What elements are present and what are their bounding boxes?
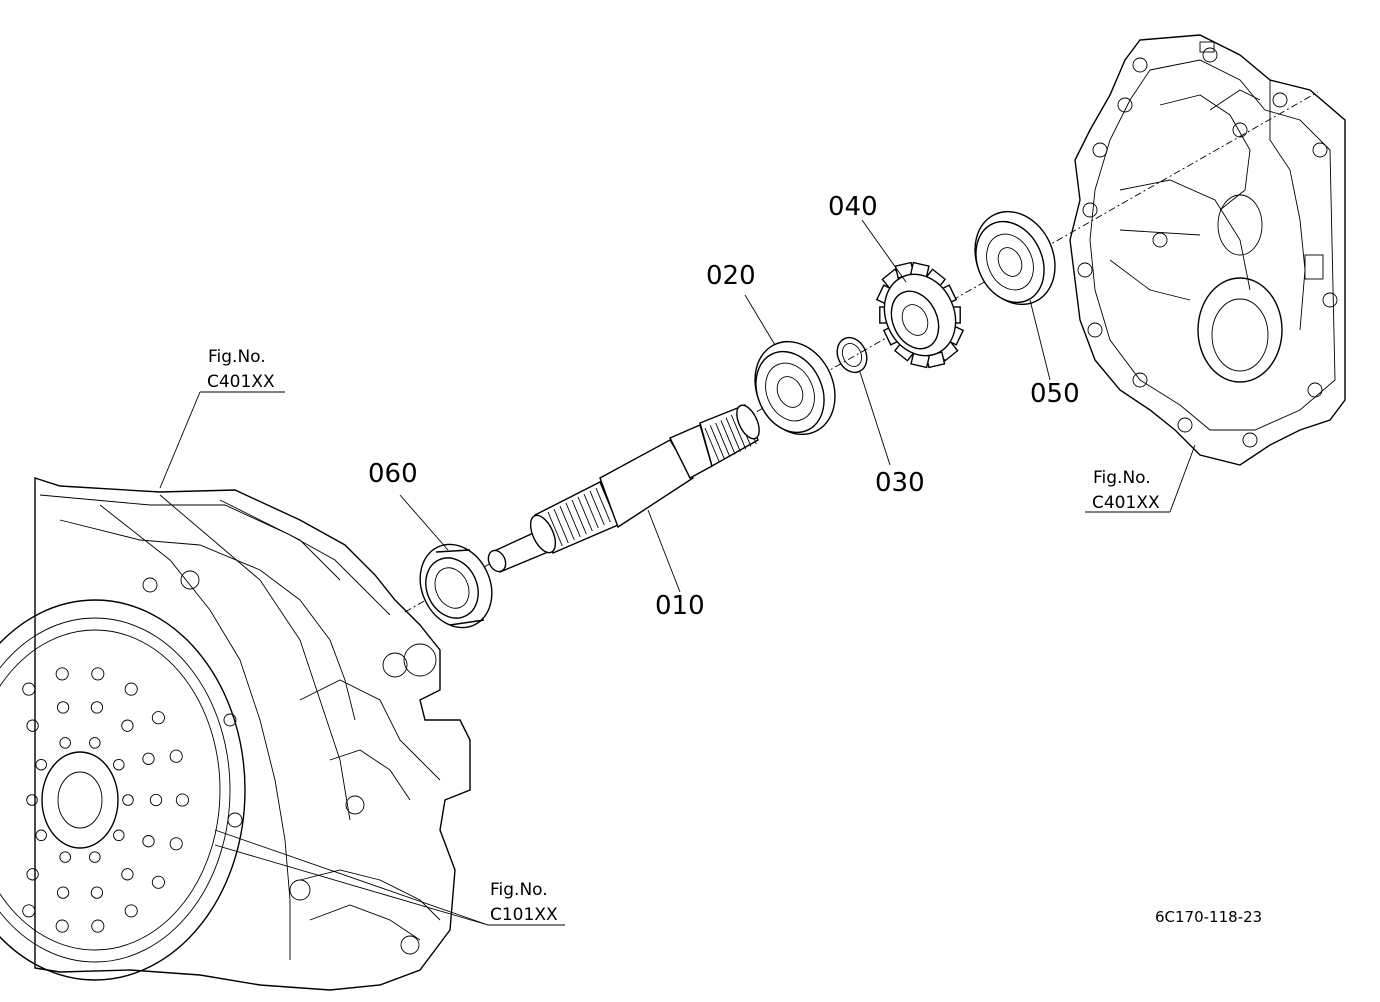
cover-hole	[1307, 382, 1323, 398]
flywheel-hole	[91, 667, 105, 681]
cover-hole	[1132, 372, 1148, 388]
spline-line	[589, 490, 605, 526]
cover-hole	[1312, 142, 1328, 158]
fig-ref-right-title: Fig.No.	[1093, 468, 1151, 488]
spline-line	[715, 422, 731, 458]
spline-line	[571, 499, 587, 535]
flywheel-hole	[35, 829, 47, 842]
cover-hole	[1087, 322, 1103, 338]
spline-line	[565, 502, 581, 538]
flywheel-hole	[22, 904, 36, 918]
flywheel-hole	[113, 829, 125, 842]
right-housing-cover	[1069, 34, 1346, 466]
ball-bearing-020	[754, 340, 836, 436]
cover-hole	[1272, 92, 1288, 108]
flywheel-hole	[169, 837, 183, 851]
part-label-010: 010	[655, 591, 705, 621]
cover-hole	[1132, 57, 1148, 73]
spline-line	[595, 487, 611, 523]
flywheel-hole	[121, 719, 134, 732]
flywheel-hole	[142, 835, 155, 848]
drawing-code: 6C170-118-23	[1155, 908, 1262, 926]
part-label-040: 040	[828, 192, 878, 222]
cover-hole	[1082, 202, 1098, 218]
fig-ref-left-title: Fig.No.	[208, 347, 266, 367]
flywheel-hole	[22, 682, 36, 696]
flywheel-hole	[90, 886, 104, 899]
flywheel-hole	[124, 904, 138, 918]
flywheel-hole	[113, 758, 125, 771]
cover-hole	[1177, 417, 1193, 433]
spline-line	[583, 493, 599, 529]
flywheel-hole	[89, 851, 101, 863]
flywheel-hole	[121, 868, 134, 881]
spline-line	[704, 427, 720, 463]
spline-line	[547, 511, 563, 547]
fig-ref-right-code: C401XX	[1092, 493, 1160, 513]
flywheel-hole	[169, 749, 183, 763]
leader-lines	[159, 219, 1196, 926]
spline-line	[725, 417, 741, 452]
flywheel-hole	[142, 752, 155, 765]
part-label-050: 050	[1030, 379, 1080, 409]
cover-hole	[1077, 262, 1093, 278]
flywheel-hole	[122, 794, 134, 806]
left-housing-assembly	[0, 477, 471, 991]
snap-ring-030	[836, 336, 868, 374]
spline-line	[577, 496, 593, 532]
flywheel-hole	[59, 851, 71, 863]
fig-ref-bottom-title: Fig.No.	[490, 880, 548, 900]
ball-bearing-050	[974, 210, 1056, 306]
flywheel-hole	[56, 886, 70, 899]
spline-line	[720, 420, 736, 455]
flywheel-hole	[35, 758, 47, 771]
flywheel-hole	[55, 919, 69, 933]
cover-hole	[1242, 432, 1258, 448]
flywheel-hole	[56, 701, 70, 714]
cover-hole	[1152, 232, 1168, 248]
spline-line	[709, 425, 726, 460]
fig-ref-left-code: C401XX	[207, 372, 275, 392]
spline-line	[559, 505, 575, 541]
cover-hole	[1232, 122, 1248, 138]
part-label-060: 060	[368, 459, 418, 489]
flywheel-hole	[59, 737, 71, 749]
flywheel-hole	[91, 919, 105, 933]
flywheel-hole	[89, 737, 101, 749]
flywheel-hole	[175, 793, 189, 807]
flywheel-hole	[26, 868, 39, 881]
flywheel-hole	[149, 793, 163, 807]
gear-040	[875, 261, 965, 369]
cover-hole	[1202, 47, 1218, 63]
flywheel	[0, 599, 246, 981]
flywheel-hole	[55, 667, 69, 681]
shaft-010	[487, 404, 760, 573]
part-label-020: 020	[706, 261, 756, 291]
flywheel-hole	[151, 875, 165, 889]
fig-ref-bottom-code: C101XX	[490, 905, 558, 925]
part-label-030: 030	[875, 468, 925, 498]
flywheel-hole	[90, 701, 104, 714]
spline-line	[730, 414, 747, 450]
cover-hole	[1092, 142, 1108, 158]
spline-line	[553, 508, 569, 544]
flywheel-hole	[151, 711, 165, 725]
cover-hole	[1117, 97, 1133, 113]
flywheel-hole	[124, 682, 138, 696]
oil-seal-060	[419, 543, 493, 629]
flywheel-hole	[26, 794, 38, 806]
flywheel-hole	[26, 719, 39, 732]
cover-hole	[1322, 292, 1338, 308]
